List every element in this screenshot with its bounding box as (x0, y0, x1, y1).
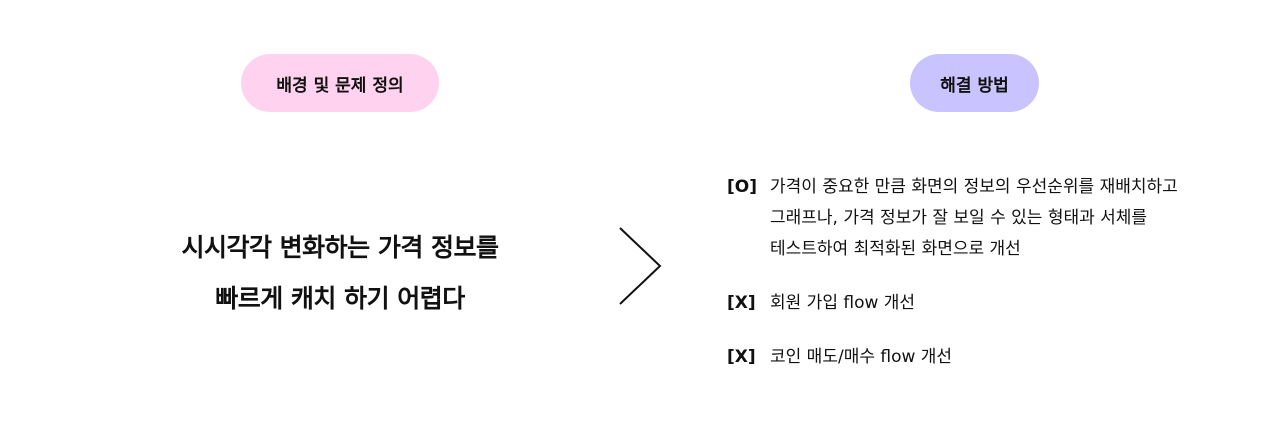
problem-statement: 시시각각 변화하는 가격 정보를 빠르게 캐치 하기 어렵다 (110, 222, 570, 324)
solution-text-line: 회원 가입 flow 개선 (770, 293, 916, 313)
solution-item: [O] 가격이 중요한 만큼 화면의 정보의 우선순위를 재배치하고 그래프나,… (727, 172, 1267, 265)
solution-list: [O] 가격이 중요한 만큼 화면의 정보의 우선순위를 재배치하고 그래프나,… (727, 172, 1267, 373)
solution-mark: [X] (727, 293, 756, 313)
solution-item: [X] 코인 매도/매수 flow 개선 (727, 342, 1267, 373)
solution-pill: 해결 방법 (910, 54, 1039, 112)
solution-text-line: 그래프나, 가격 정보가 잘 보일 수 있는 형태과 서체를 (770, 208, 1148, 228)
problem-line: 빠르게 캐치 하기 어렵다 (215, 284, 465, 313)
solution-mark: [O] (727, 177, 757, 197)
solution-text-line: 가격이 중요한 만큼 화면의 정보의 우선순위를 재배치하고 (770, 177, 1178, 197)
solution-mark: [X] (727, 347, 756, 367)
solution-text-line: 코인 매도/매수 flow 개선 (770, 347, 953, 367)
background-problem-label: 배경 및 문제 정의 (276, 75, 404, 96)
solution-item: [X] 회원 가입 flow 개선 (727, 288, 1267, 319)
chevron-right-icon (619, 227, 662, 305)
solution-text-line: 테스트하여 최적화된 화면으로 개선 (770, 239, 1021, 259)
background-problem-pill: 배경 및 문제 정의 (241, 54, 439, 112)
solution-label: 해결 방법 (940, 75, 1009, 96)
problem-line: 시시각각 변화하는 가격 정보를 (181, 233, 499, 262)
